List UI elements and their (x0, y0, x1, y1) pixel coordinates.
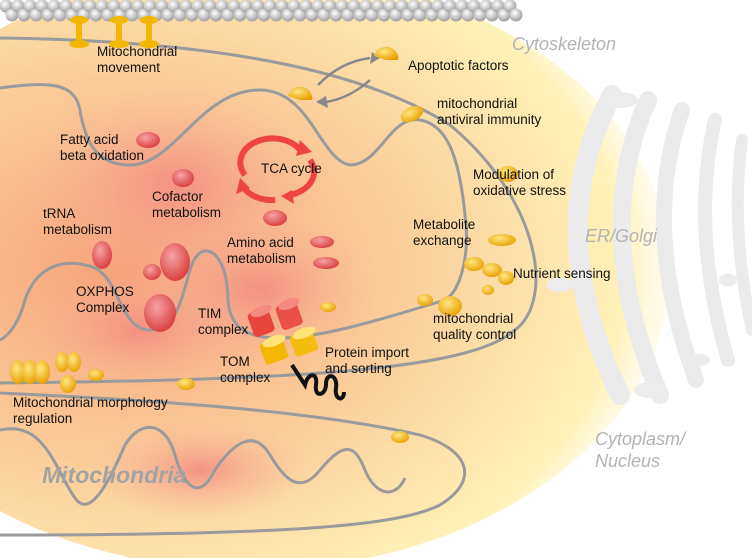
label-oxidative-stress: Modulation of oxidative stress (473, 167, 567, 198)
label-fatty-acid: Fatty acid beta oxidation (60, 132, 145, 163)
label-quality-control: mitochondrial quality control (433, 311, 517, 342)
inner-membrane (0, 82, 468, 342)
tim-complex (247, 297, 303, 337)
label-trna: tRNA metabolism (43, 206, 113, 237)
label-tca-cycle: TCA cycle (261, 161, 322, 176)
label-oxphos: OXPHOS Complex (76, 284, 134, 315)
label-tom: TOM complex (220, 354, 271, 385)
mitochondrial-membranes (0, 36, 538, 537)
region-label-cytoskeleton: Cytoskeleton (512, 34, 616, 54)
er-golgi-shapes (567, 85, 752, 405)
label-apoptotic-factors: Apoptotic factors (408, 58, 509, 73)
lower-inner-membrane (0, 426, 407, 506)
label-protein-import: Protein import and sorting (325, 345, 410, 376)
movement-anchors (69, 16, 159, 48)
tom-complex (259, 326, 319, 365)
er-golgi-vesicles (546, 92, 737, 398)
polypeptide-chain (290, 363, 346, 401)
label-mitochondrial-movement: Mitochondrial movement (97, 44, 178, 75)
matrix-proteins (92, 132, 339, 332)
gold-proteins (88, 46, 518, 443)
mitochondrion-glow (0, 0, 670, 558)
region-label-er-golgi: ER/Golgi (585, 226, 658, 246)
label-antiviral-immunity: mitochondrial antiviral immunity (437, 96, 542, 127)
apoptotic-arrows (316, 52, 380, 108)
label-amino-acid: Amino acid metabolism (227, 235, 297, 266)
label-cofactor: Cofactor metabolism (152, 189, 222, 220)
outer-membrane (0, 36, 538, 385)
tca-cycle-arrows (236, 135, 318, 204)
lower-outer-membrane (0, 391, 467, 537)
region-label-cytoplasm-nucleus: Cytoplasm/ Nucleus (595, 429, 686, 471)
actin-bead (509, 8, 523, 22)
label-morphology: Mitochondrial morphology regulation (13, 395, 168, 426)
cytoskeleton-filament (0, 0, 523, 22)
label-metabolite-exchange: Metabolite exchange (413, 217, 476, 248)
region-label-mitochondria: Mitochondria (42, 462, 187, 488)
label-nutrient-sensing: Nutrient sensing (513, 266, 611, 281)
label-tim: TIM complex (198, 306, 249, 337)
morphology-regulators (10, 352, 81, 393)
